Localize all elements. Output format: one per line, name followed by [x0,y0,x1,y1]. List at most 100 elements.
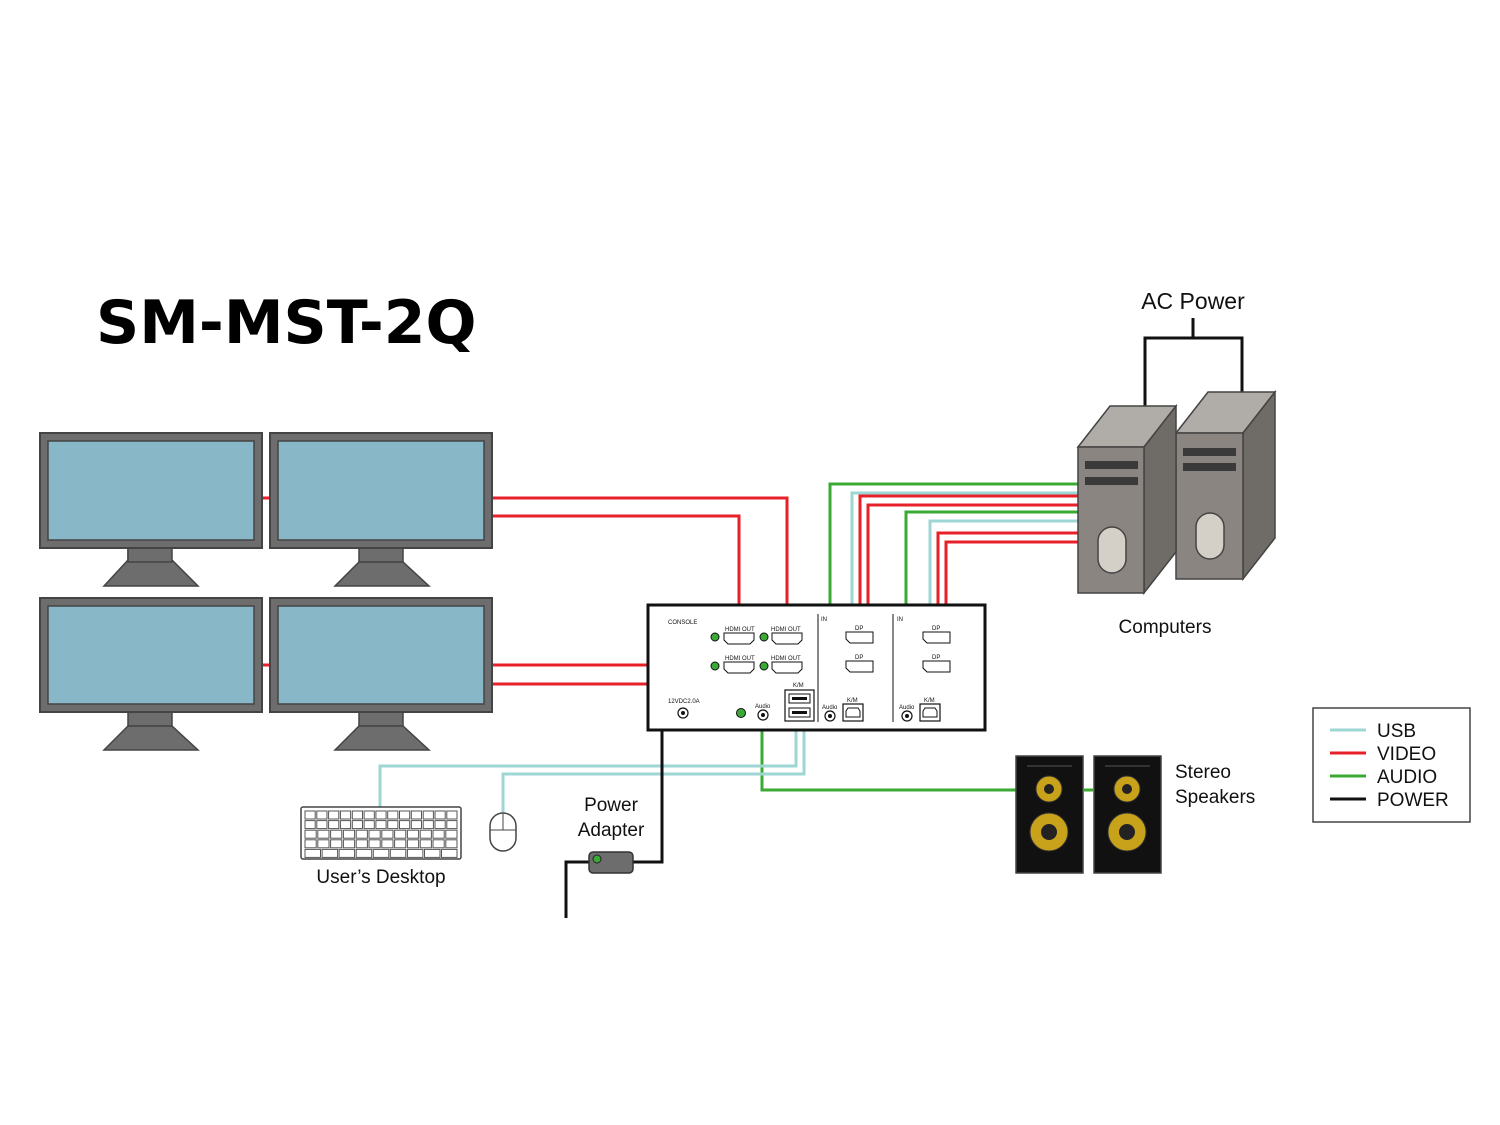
dp-port-2b [922,660,951,673]
keyboard-key [422,810,434,820]
keyboard-key [424,848,441,858]
keyboard-key [304,810,316,820]
usb-b-port-2 [919,703,941,722]
computer-tower-front [1076,403,1178,596]
keyboard-key [399,820,411,830]
keyboard-key [434,810,446,820]
keyboard-key [330,839,343,849]
ac-power-label: AC Power [1141,288,1245,314]
keyboard-key [317,829,330,839]
in-label-1: IN [821,617,827,623]
stereo-label: Stereo [1175,762,1231,783]
legend-label-video: VIDEO [1377,744,1436,765]
legend: USB VIDEO AUDIO POWER [1312,707,1471,823]
hdmi-out-label-1: HDMI OUT [725,627,755,633]
keyboard-key [368,839,381,849]
dp-port-1b [845,660,874,673]
hdmi-out-label-3: HDMI OUT [725,656,755,662]
keyboard-key [446,810,458,820]
hdmi-out-port-4: HDMI OUT [759,656,803,674]
legend-label-audio: AUDIO [1377,767,1437,788]
keyboard-key [321,848,339,858]
keyboard-key [328,810,340,820]
keyboard-key [406,829,420,839]
in-label-2: IN [897,617,903,623]
monitor-top-left [39,432,263,587]
keyboard-key [363,820,375,830]
keyboard-key [410,810,422,820]
audio-label-1: Audio [822,705,838,711]
console-audio-label: Audio [755,704,771,710]
power-jack [677,707,689,719]
console-label: CONSOLE [668,620,697,626]
computer-tower-back [1174,389,1277,582]
keyboard-key [441,848,458,858]
dp-port-2a [922,631,951,644]
keyboard-key [317,839,330,849]
monitor-top-right [269,432,493,587]
keyboard-key [355,839,368,849]
keyboard-key [342,829,356,839]
speaker-left [1015,755,1084,874]
keyboard-key [432,829,445,839]
keyboard-key [419,829,432,839]
keyboard-key [446,820,458,830]
hdmi-out-label-4: HDMI OUT [771,656,801,662]
monitor-bottom-right [269,597,493,751]
keyboard-key [339,810,352,820]
keyboard-key [389,848,407,858]
keyboard-key [434,820,446,830]
computers-label: Computers [1119,617,1212,638]
legend-item-usb: USB [1330,721,1416,742]
keyboard-key [419,839,432,849]
kvm-switch: CONSOLE IN IN HDMI OUT HDMI OUT HDMI OUT… [646,603,987,732]
keyboard-key [316,810,328,820]
keyboard-key [304,848,321,858]
keyboard-key [368,829,381,839]
keyboard-key [351,820,363,830]
keyboard-key [304,829,317,839]
keyboard-key [372,848,390,858]
keyboard-key [355,848,373,858]
power-label: Power [584,795,639,816]
keyboard-key [422,820,434,830]
keyboard-key [316,820,328,830]
keyboard-key [330,829,343,839]
keyboard-key [432,839,445,849]
legend-item-power: POWER [1330,790,1449,811]
console-km-usb-ports [784,689,815,722]
hdmi-out-label-2: HDMI OUT [771,627,801,633]
keyboard-key [355,829,368,839]
keyboard [300,806,462,860]
monitor-bottom-left [39,597,263,751]
audio-jack-1 [824,710,836,722]
hdmi-out-port-3: HDMI OUT [710,656,755,674]
keyboard-key [375,820,387,830]
keyboard-key [394,829,407,839]
dp-label-2a: DP [932,626,940,632]
speakers-label: Speakers [1175,787,1255,808]
legend-label-power: POWER [1377,790,1449,811]
legend-item-video: VIDEO [1330,744,1436,765]
keyboard-key [338,848,356,858]
dp-label-1b: DP [855,655,863,661]
mouse [489,812,517,852]
hdmi-out-port-2: HDMI OUT [759,627,803,645]
keyboard-key [381,839,394,849]
keyboard-key [410,820,422,830]
keyboard-key [363,810,375,820]
power-rating-label: 12VDC2.0A [668,699,700,705]
keyboard-key [304,820,316,830]
keyboard-key [375,810,387,820]
keyboard-key [399,810,411,820]
keyboard-key [445,839,458,849]
keyboard-key [351,810,363,820]
keyboard-key [328,820,340,830]
hdmi-out-port-1: HDMI OUT [710,627,755,645]
status-led [736,708,746,718]
speaker-right [1093,755,1162,874]
keyboard-key [381,829,394,839]
dp-port-1a [845,631,874,644]
keyboard-key [406,839,420,849]
